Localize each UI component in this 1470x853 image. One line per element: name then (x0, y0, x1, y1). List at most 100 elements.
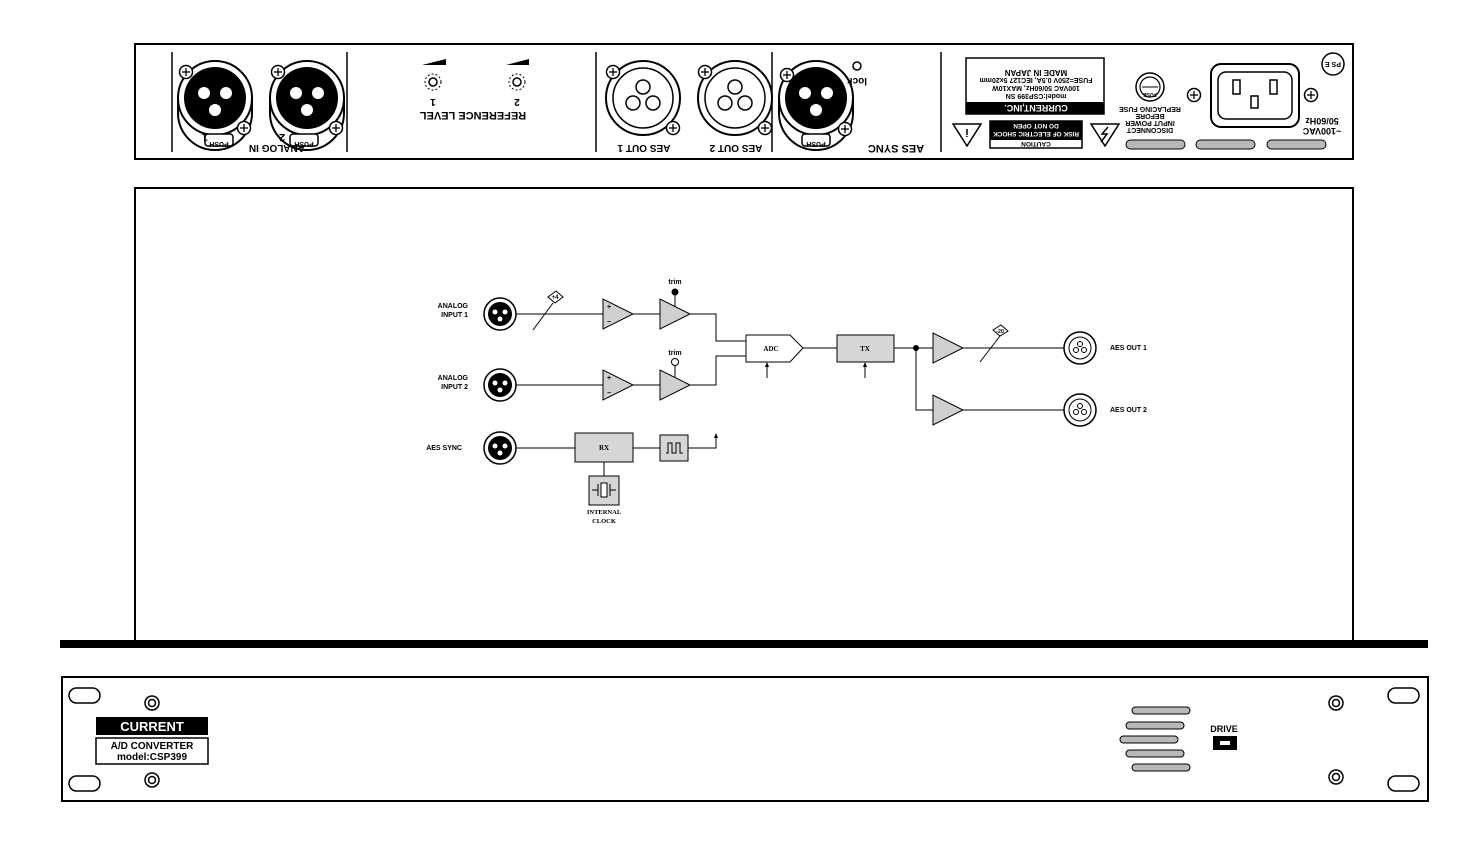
vent-slot (1266, 139, 1327, 150)
aes-sync-label: AES SYNC (868, 142, 924, 154)
svg-text:DO NOT OPEN: DO NOT OPEN (1013, 122, 1059, 129)
svg-text:100VAC 50/60Hz, MAX10W: 100VAC 50/60Hz, MAX10W (992, 84, 1080, 91)
screw-icon (328, 120, 344, 136)
screw-icon (665, 120, 681, 136)
push-label-2: PUSH (294, 140, 313, 147)
rack-ear-slot (1387, 687, 1420, 704)
screw-icon (605, 64, 621, 80)
push-label-3: PUSH (806, 140, 825, 147)
aes-sync-xlr-icon (483, 431, 517, 465)
svg-text:CURRENT,INC.: CURRENT,INC. (1004, 103, 1068, 113)
svg-text:+4: +4 (552, 295, 560, 301)
product-name: A/D CONVERTER (111, 741, 195, 752)
adc-block (745, 334, 804, 363)
info-icon: i (965, 126, 968, 138)
fuse-holder[interactable] (1135, 72, 1165, 102)
fuse-label: FUSE (1143, 91, 1157, 97)
level-ramp-icon (422, 59, 446, 65)
panel-screw-icon (144, 772, 160, 788)
info-warning-icon (951, 123, 983, 148)
screw-icon (236, 120, 252, 136)
lightning-icon (1100, 126, 1109, 143)
in1-number: 1 (202, 131, 208, 143)
trim-1-node (671, 288, 679, 296)
svg-text:DISCONNECT: DISCONNECT (1126, 126, 1173, 133)
drive-label: DRIVE (1210, 724, 1238, 734)
svg-text:INPUT 1: INPUT 1 (441, 312, 468, 319)
rack-ear-slot (68, 775, 101, 792)
ref2-number: 2 (514, 96, 520, 107)
out-amp-2 (932, 394, 965, 426)
brand-name: CURRENT (120, 719, 184, 734)
analog-in-2-connector[interactable] (269, 60, 345, 151)
svg-text:RX: RX (599, 444, 609, 452)
svg-text:RISK OF ELECTRIC SHOCK: RISK OF ELECTRIC SHOCK (993, 130, 1079, 137)
analog-in-label: ANALOG IN (249, 142, 305, 153)
svg-text:PS E: PS E (1325, 60, 1341, 67)
push-label-1: PUSH (209, 140, 228, 147)
svg-text:+: + (607, 375, 611, 382)
clock-wave-icon (666, 442, 683, 454)
aes-out-2-label: AES OUT 2 (709, 142, 762, 153)
screw-icon (757, 120, 773, 136)
model-name: model:CSP399 (117, 752, 187, 763)
in2-number: 2 (279, 131, 285, 143)
svg-text:INPUT 2: INPUT 2 (441, 384, 468, 391)
panel-screw-icon (144, 695, 160, 711)
analog-input-1-label: ANALOG (438, 303, 469, 310)
reference-level-1-trimpot[interactable] (424, 73, 442, 91)
diff-amp-2 (602, 369, 635, 401)
input-2-xlr-icon (483, 368, 517, 402)
level-ramp-icon (506, 59, 529, 65)
reference-level-2-trimpot[interactable] (508, 73, 526, 91)
vent-slot (1195, 139, 1256, 150)
trim-2-node (671, 358, 679, 366)
vent-slot (1125, 139, 1186, 150)
analog-in-1-connector[interactable] (177, 60, 253, 151)
crystal-icon (592, 482, 616, 498)
svg-text:-20: -20 (996, 329, 1004, 335)
block-diagram: ANALOG INPUT 1 ANALOG INPUT 2 AES SYNC +… (134, 187, 1354, 642)
screw-icon (779, 67, 795, 83)
aes-sync-connector[interactable] (778, 60, 854, 151)
svg-text:INPUT POWER: INPUT POWER (1125, 119, 1174, 126)
lock-label: lock (847, 75, 867, 86)
brand-plate (96, 717, 208, 735)
rear-panel: PUSH PUSH 1 2 ANALOG IN 1 2 REFERENCE LE… (134, 43, 1354, 160)
screw-icon (1303, 87, 1319, 103)
drive-led (1213, 736, 1237, 750)
lock-led (852, 61, 862, 71)
input-1-xlr-icon (483, 297, 517, 331)
pse-mark-icon (1321, 52, 1345, 76)
pad-switch-icon (979, 335, 1001, 363)
internal-clock-label: INTERNAL (587, 509, 622, 516)
svg-text:REPLACING FUSE: REPLACING FUSE (1119, 105, 1181, 112)
divider-bar (60, 640, 1428, 648)
svg-text:+: + (607, 304, 611, 311)
svg-text:FUSE=250V 0.5A, IEC127 5x20mm: FUSE=250V 0.5A, IEC127 5x20mm (979, 76, 1092, 83)
aes-out-2-label: AES OUT 2 (1110, 407, 1147, 414)
reference-level-label: REFERENCE LEVEL (420, 109, 527, 121)
screw-icon (178, 64, 194, 80)
panel-screw-icon (1328, 769, 1344, 785)
aes-out-1-label: AES OUT 1 (617, 142, 670, 153)
power-inlet[interactable] (1210, 63, 1300, 128)
rating-label: MADE IN JAPAN FUSE=250V 0.5A, IEC127 5x2… (965, 57, 1105, 115)
diff-amp-1 (602, 298, 635, 330)
pll-block (659, 434, 689, 462)
screw-icon (837, 121, 853, 137)
ref1-number: 1 (430, 96, 436, 107)
aes-sync-label: AES SYNC (426, 445, 462, 452)
out-amp-1 (932, 332, 965, 364)
screw-icon (270, 64, 286, 80)
svg-text:model:CSP399 SN: model:CSP399 SN (1006, 92, 1067, 99)
svg-text:TX: TX (860, 345, 870, 353)
aes-out-1-xlr-icon (1063, 331, 1097, 365)
trim-2-label: trim (668, 350, 681, 357)
svg-text:−: − (607, 319, 611, 326)
trim-1-label: trim (668, 279, 681, 286)
pad-switch-icon (532, 302, 554, 331)
analog-input-2-label: ANALOG (438, 375, 469, 382)
rack-ear-slot (1387, 775, 1420, 792)
